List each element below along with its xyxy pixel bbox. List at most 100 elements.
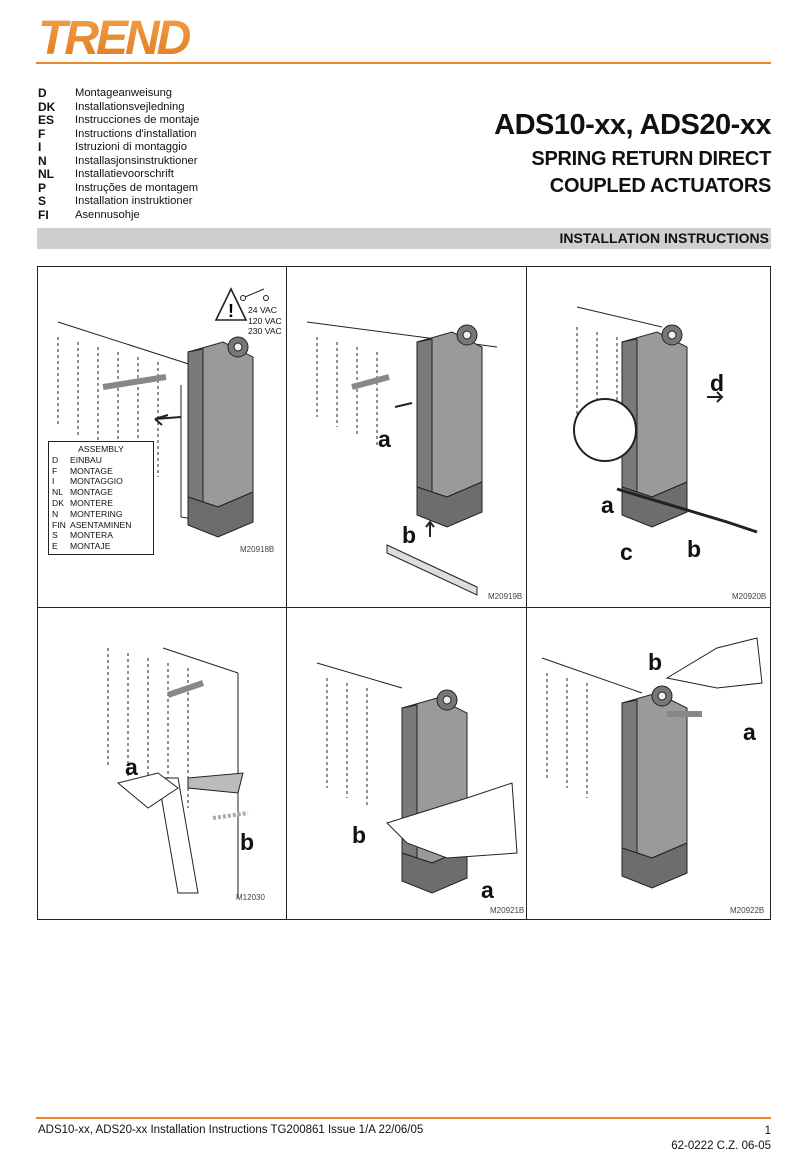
legend-code: I bbox=[52, 476, 55, 487]
step-label: b bbox=[352, 822, 367, 848]
product-title: ADS10-xx, ADS20-xx bbox=[494, 109, 771, 141]
language-code: I bbox=[38, 140, 42, 154]
language-text: Instructions d'installation bbox=[75, 127, 197, 140]
legend-code: S bbox=[52, 530, 58, 541]
language-text: Montageanweisung bbox=[75, 87, 173, 99]
language-text: Installation instruktioner bbox=[75, 195, 193, 207]
legend-text: ASENTAMINEN bbox=[70, 519, 132, 530]
legend-text: MONTAJE bbox=[70, 541, 111, 552]
voltage-label: 120 VAC bbox=[248, 315, 282, 326]
legend-code: N bbox=[52, 508, 59, 519]
legend-text: MONTERING bbox=[70, 508, 123, 519]
voltage-label: 24 VAC bbox=[248, 305, 277, 315]
language-item: N Installasjonsinstruktioner bbox=[38, 153, 199, 169]
legend-item: E MONTAJE bbox=[52, 541, 150, 552]
instruction-grid bbox=[37, 266, 771, 920]
language-code: NL bbox=[38, 167, 54, 181]
legend-code: E bbox=[52, 541, 58, 552]
language-item: D Montageanweisung bbox=[38, 86, 199, 101]
legend-item: N MONTERING bbox=[52, 509, 150, 520]
language-item: I Istruzioni di montaggio bbox=[38, 140, 199, 155]
language-code: DK bbox=[38, 99, 56, 114]
warning-triangle-icon: ! bbox=[214, 287, 248, 321]
legend-code: NL bbox=[52, 487, 63, 498]
step-label: d bbox=[710, 370, 725, 396]
legend-code: F bbox=[52, 465, 58, 476]
product-subtitle-2: COUPLED ACTUATORS bbox=[549, 175, 772, 197]
language-code: S bbox=[38, 194, 47, 208]
language-code: D bbox=[38, 86, 47, 100]
step-label: b bbox=[402, 522, 417, 548]
figure-code: M12030 bbox=[236, 893, 265, 902]
grid-divider bbox=[38, 607, 770, 608]
legend-text: MONTERA bbox=[70, 530, 113, 541]
panel-5-illustration bbox=[316, 662, 518, 894]
footer-right: 1 62-0222 C.Z. 06-05 bbox=[671, 1124, 771, 1154]
legend-text: MONTERE bbox=[70, 497, 113, 508]
language-text: Installasjonsinstruktioner bbox=[75, 154, 198, 167]
language-text: Instrucciones de montaje bbox=[75, 114, 200, 126]
voltage-list: 24 VAC 120 VAC 230 VAC bbox=[248, 305, 282, 337]
panel-2-illustration bbox=[306, 321, 498, 596]
step-label: a bbox=[481, 877, 494, 903]
section-bar: INSTALLATION INSTRUCTIONS bbox=[37, 228, 771, 249]
legend-text: MONTAGE bbox=[70, 465, 113, 476]
legend-code: DK bbox=[52, 497, 64, 508]
figure-code: M20922B bbox=[730, 906, 765, 915]
figure-code: M20920B bbox=[732, 592, 767, 601]
legend-code: D bbox=[52, 454, 59, 465]
footer-doc-info: ADS10-xx, ADS20-xx Installation Instruct… bbox=[38, 1124, 424, 1136]
language-code: ES bbox=[38, 113, 55, 127]
header-rule bbox=[36, 62, 771, 64]
step-label: a bbox=[125, 754, 138, 780]
step-label: b bbox=[648, 649, 663, 675]
doc-code: 62-0222 C.Z. 06-05 bbox=[671, 1140, 771, 1152]
language-code: P bbox=[38, 180, 47, 195]
figure-code: M20918B bbox=[240, 545, 275, 554]
svg-text:!: ! bbox=[228, 301, 234, 321]
svg-text:TREND: TREND bbox=[38, 16, 191, 60]
legend-item: DK MONTERE bbox=[52, 498, 150, 509]
legend-title: ASSEMBLY bbox=[78, 444, 124, 454]
panel-6-illustration bbox=[541, 637, 763, 889]
panel-4-illustration bbox=[107, 647, 249, 898]
language-item: S Installation instruktioner bbox=[38, 194, 199, 209]
legend-item: D EINBAU bbox=[52, 455, 150, 466]
language-text: Istruzioni di montaggio bbox=[75, 141, 187, 153]
step-label: a bbox=[601, 492, 614, 518]
figure-code: M20919B bbox=[488, 592, 523, 601]
step-label: c bbox=[620, 539, 633, 565]
page-number: 1 bbox=[764, 1125, 771, 1137]
grid-divider bbox=[286, 267, 287, 919]
legend-item: NL MONTAGE bbox=[52, 487, 150, 498]
trend-logo: TREND bbox=[38, 16, 194, 60]
panel-3-illustration bbox=[573, 306, 758, 534]
language-item: FI Asennusohje bbox=[38, 207, 199, 223]
step-label: b bbox=[240, 829, 255, 855]
grid-divider bbox=[526, 267, 527, 919]
language-text: Asennusohje bbox=[75, 208, 140, 221]
language-code: N bbox=[38, 153, 47, 168]
product-title-block: ADS10-xx, ADS20-xx SPRING RETURN DIRECT … bbox=[494, 108, 771, 200]
step-label: a bbox=[743, 719, 756, 745]
step-label: a bbox=[378, 426, 391, 452]
step-label: b bbox=[687, 536, 702, 562]
legend-item: F MONTAGE bbox=[52, 466, 150, 477]
language-item: F Instructions d'installation bbox=[38, 126, 199, 142]
language-code: FI bbox=[38, 207, 49, 222]
language-code: F bbox=[38, 126, 46, 141]
panel-1-illustration: ! bbox=[57, 287, 269, 538]
product-subtitle-1: SPRING RETURN DIRECT bbox=[531, 148, 771, 170]
section-title: INSTALLATION INSTRUCTIONS bbox=[559, 230, 769, 246]
footer-rule bbox=[36, 1117, 771, 1119]
legend-text: EINBAU bbox=[70, 454, 102, 465]
legend-text: MONTAGE bbox=[70, 487, 113, 498]
language-item: ES Instrucciones de montaje bbox=[38, 113, 200, 128]
